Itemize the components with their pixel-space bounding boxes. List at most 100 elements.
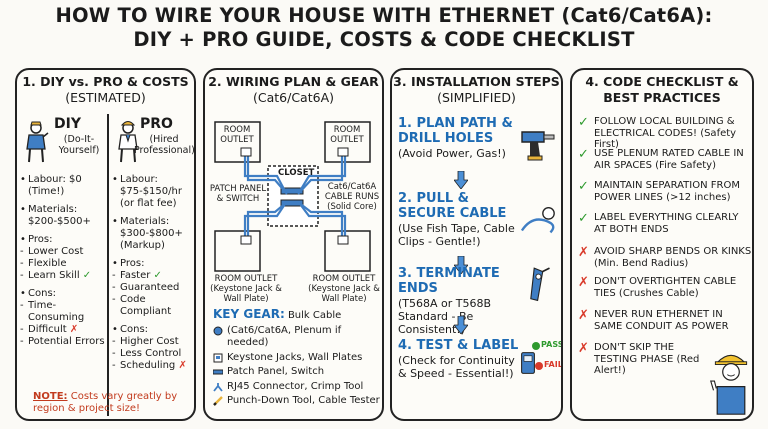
panel-heading: 4. CODE CHECKLIST & [585,74,739,89]
panel-code-checklist: 4. CODE CHECKLIST & BEST PRACTICES ✓FOLL… [570,68,754,421]
key-gear-text: (Cat6/Cat6A, Plenum if needed) [227,324,342,349]
cross-icon: ✗ [578,341,589,356]
fish-tape-icon [520,207,555,234]
panel-header: 3. INSTALLATION STEPS (SIMPLIFIED) [392,70,561,106]
key-gear-heading: KEY GEAR: Bulk Cable [213,307,382,323]
arrow-down-icon [454,256,468,274]
panel-heading: 1. DIY vs. PRO & COSTS [22,74,189,89]
column-divider [107,114,109,416]
pro-pro-item: Faster ✓ [112,270,194,282]
step-2: 2. PULL & SECURE CABLE (Use Fish Tape, C… [398,191,523,248]
note-text: Costs vary greatly by region & project s… [33,391,178,414]
checklist-text: LABEL EVERYTHING CLEARLY AT BOTH ENDS [594,212,739,235]
room-outlet-label: ROOM OUTLET (Keystone Jack & Wall Plate) [308,274,380,304]
checklist-item: ✓LABEL EVERYTHING CLEARLY AT BOTH ENDS [578,212,752,235]
pro-pros-label: Pros: [112,258,194,270]
diy-person-icon [26,121,49,163]
check-icon: ✓ [578,147,589,162]
checklist-item: ✗AVOID SHARP BENDS OR KINKS (Min. Bend R… [578,246,752,269]
cable-tester-icon [521,352,535,374]
key-gear-text: RJ45 Connector, Crimp Tool [227,380,364,392]
key-gear-first: Bulk Cable [287,310,342,321]
panel-subheading: (Cat6/Cat6A) [253,90,334,105]
pro-subtitle: (Hired Professional) [134,134,195,156]
comparison-columns: DIY (Do-It-Yourself) Labour: $0 (Time!) … [17,114,194,416]
pro-con-item: Higher Cost [112,336,194,348]
checklist-extra: (Crushes Cable) [618,287,699,299]
pro-labour: Labour: $75-$150/hr (or flat fee) [112,174,194,210]
check-icon: ✓ [153,270,162,281]
cross-icon: ✗ [178,360,187,371]
wiring-diagram-svg [214,121,371,272]
punch-down-tool-icon [213,396,223,406]
panel-header: 2. WIRING PLAN & GEAR (Cat6/Cat6A) [205,70,382,106]
room-outlet-label: ROOM OUTLET [330,125,364,145]
checklist-item: ✓FOLLOW LOCAL BUILDING & ELECTRICAL CODE… [578,116,752,151]
checklist-extra: (Red Alert!) [594,353,700,377]
room-outlet-label: ROOM OUTLET (Keystone Jack & Wall Plate) [210,274,282,304]
pro-pro-text: Faster [120,270,151,281]
pro-column: PRO (Hired Professional) Labour: $75-$15… [112,114,195,372]
step-title: 1. PLAN PATH & DRILL HOLES [398,116,513,146]
diy-con-item: Potential Errors [20,336,108,348]
step-title: 4. TEST & LABEL [398,338,519,353]
pro-pro-item: Guaranteed [112,282,194,294]
note-label: NOTE: [33,391,68,402]
title-line-1: HOW TO WIRE YOUR HOUSE WITH ETHERNET (Ca… [55,4,713,27]
pro-pro-item: Code Compliant [112,294,194,318]
checklist-extra: (Fire Safety) [655,159,716,171]
pro-header: PRO (Hired Professional) [112,114,195,174]
diy-column: DIY (Do-It-Yourself) Labour: $0 (Time!) … [20,114,108,348]
diy-pros-label: Pros: [20,234,108,246]
checklist-item: ✗ DON'T OVERTIGHTEN CABLE TIES (Crushes C… [578,276,752,299]
cable-icon [213,326,223,335]
closet-label: CLOSET [278,168,315,178]
diy-title: DIY [54,116,81,132]
diy-cons-label: Cons: [20,288,108,300]
panel-wiring-plan: 2. WIRING PLAN & GEAR (Cat6/Cat6A) ROOM … [203,68,384,421]
cross-icon: ✗ [578,275,589,290]
pass-indicator-icon [532,342,540,350]
pro-cons-label: Cons: [112,324,194,336]
cross-icon: ✗ [69,324,79,335]
diy-labour: Labour: $0 (Time!) [20,174,108,198]
cross-icon: ✗ [578,245,589,260]
patch-panel-icon [213,369,223,375]
crimp-tool-icon [213,382,223,392]
check-icon: ✓ [578,179,589,194]
step-title: 3. TERMINATE ENDS [398,266,500,296]
diy-pro-item: Flexible [20,258,108,270]
checklist-item: ✓MAINTAIN SEPARATION FROM POWER LINES (>… [578,180,752,203]
page-title: HOW TO WIRE YOUR HOUSE WITH ETHERNET (Ca… [0,4,768,52]
patch-panel-label: PATCH PANEL & SWITCH [209,184,267,204]
diy-subtitle: (Do-It-Yourself) [58,134,100,156]
drill-icon [521,131,555,161]
arrow-down-icon [454,171,468,189]
checklist-extra: (Safety First) [594,127,737,151]
panel-heading-2: BEST PRACTICES [603,90,721,105]
checklist-text: DON'T OVERTIGHTEN CABLE TIES [594,276,737,299]
panel-subheading: (ESTIMATED) [65,90,146,105]
checklist-text: AVOID SHARP BENDS OR KINKS [594,246,752,257]
pro-person-icon [118,121,138,163]
pro-title: PRO [140,116,173,132]
diy-materials: Materials: $200-$500+ [20,204,108,228]
thumbs-up-worker-icon [710,354,748,415]
fail-label: FAIL [544,360,563,369]
pro-con-text: Scheduling [120,360,176,371]
checklist-text: USE PLENUM RATED CABLE IN AIR SPACES [594,148,744,171]
room-outlet-label: ROOM OUTLET [220,125,254,145]
checklist-item: ✓ USE PLENUM RATED CABLE IN AIR SPACES (F… [578,148,752,171]
panel-heading: 2. WIRING PLAN & GEAR [208,74,379,89]
checklist-text: DON'T SKIP THE TESTING PHASE [594,342,675,365]
cross-icon: ✗ [578,308,589,323]
checklist-extra: (>12 inches) [666,191,731,203]
step-desc: (T568A or T568B Standard - Be Consistent… [398,297,492,336]
crimp-tool-icon [530,267,550,302]
checklist-item: ✗NEVER RUN ETHERNET IN SAME CONDUIT AS P… [578,309,752,332]
step-desc: (Check for Continuity & Speed - Essentia… [398,354,515,380]
key-gear-item: Patch Panel, Switch [213,366,382,379]
cable-runs-label: Cat6/Cat6A CABLE RUNS (Solid Core) [324,182,380,212]
panel-header: 4. CODE CHECKLIST & BEST PRACTICES [572,70,752,106]
key-gear-label: KEY GEAR: [213,307,285,321]
